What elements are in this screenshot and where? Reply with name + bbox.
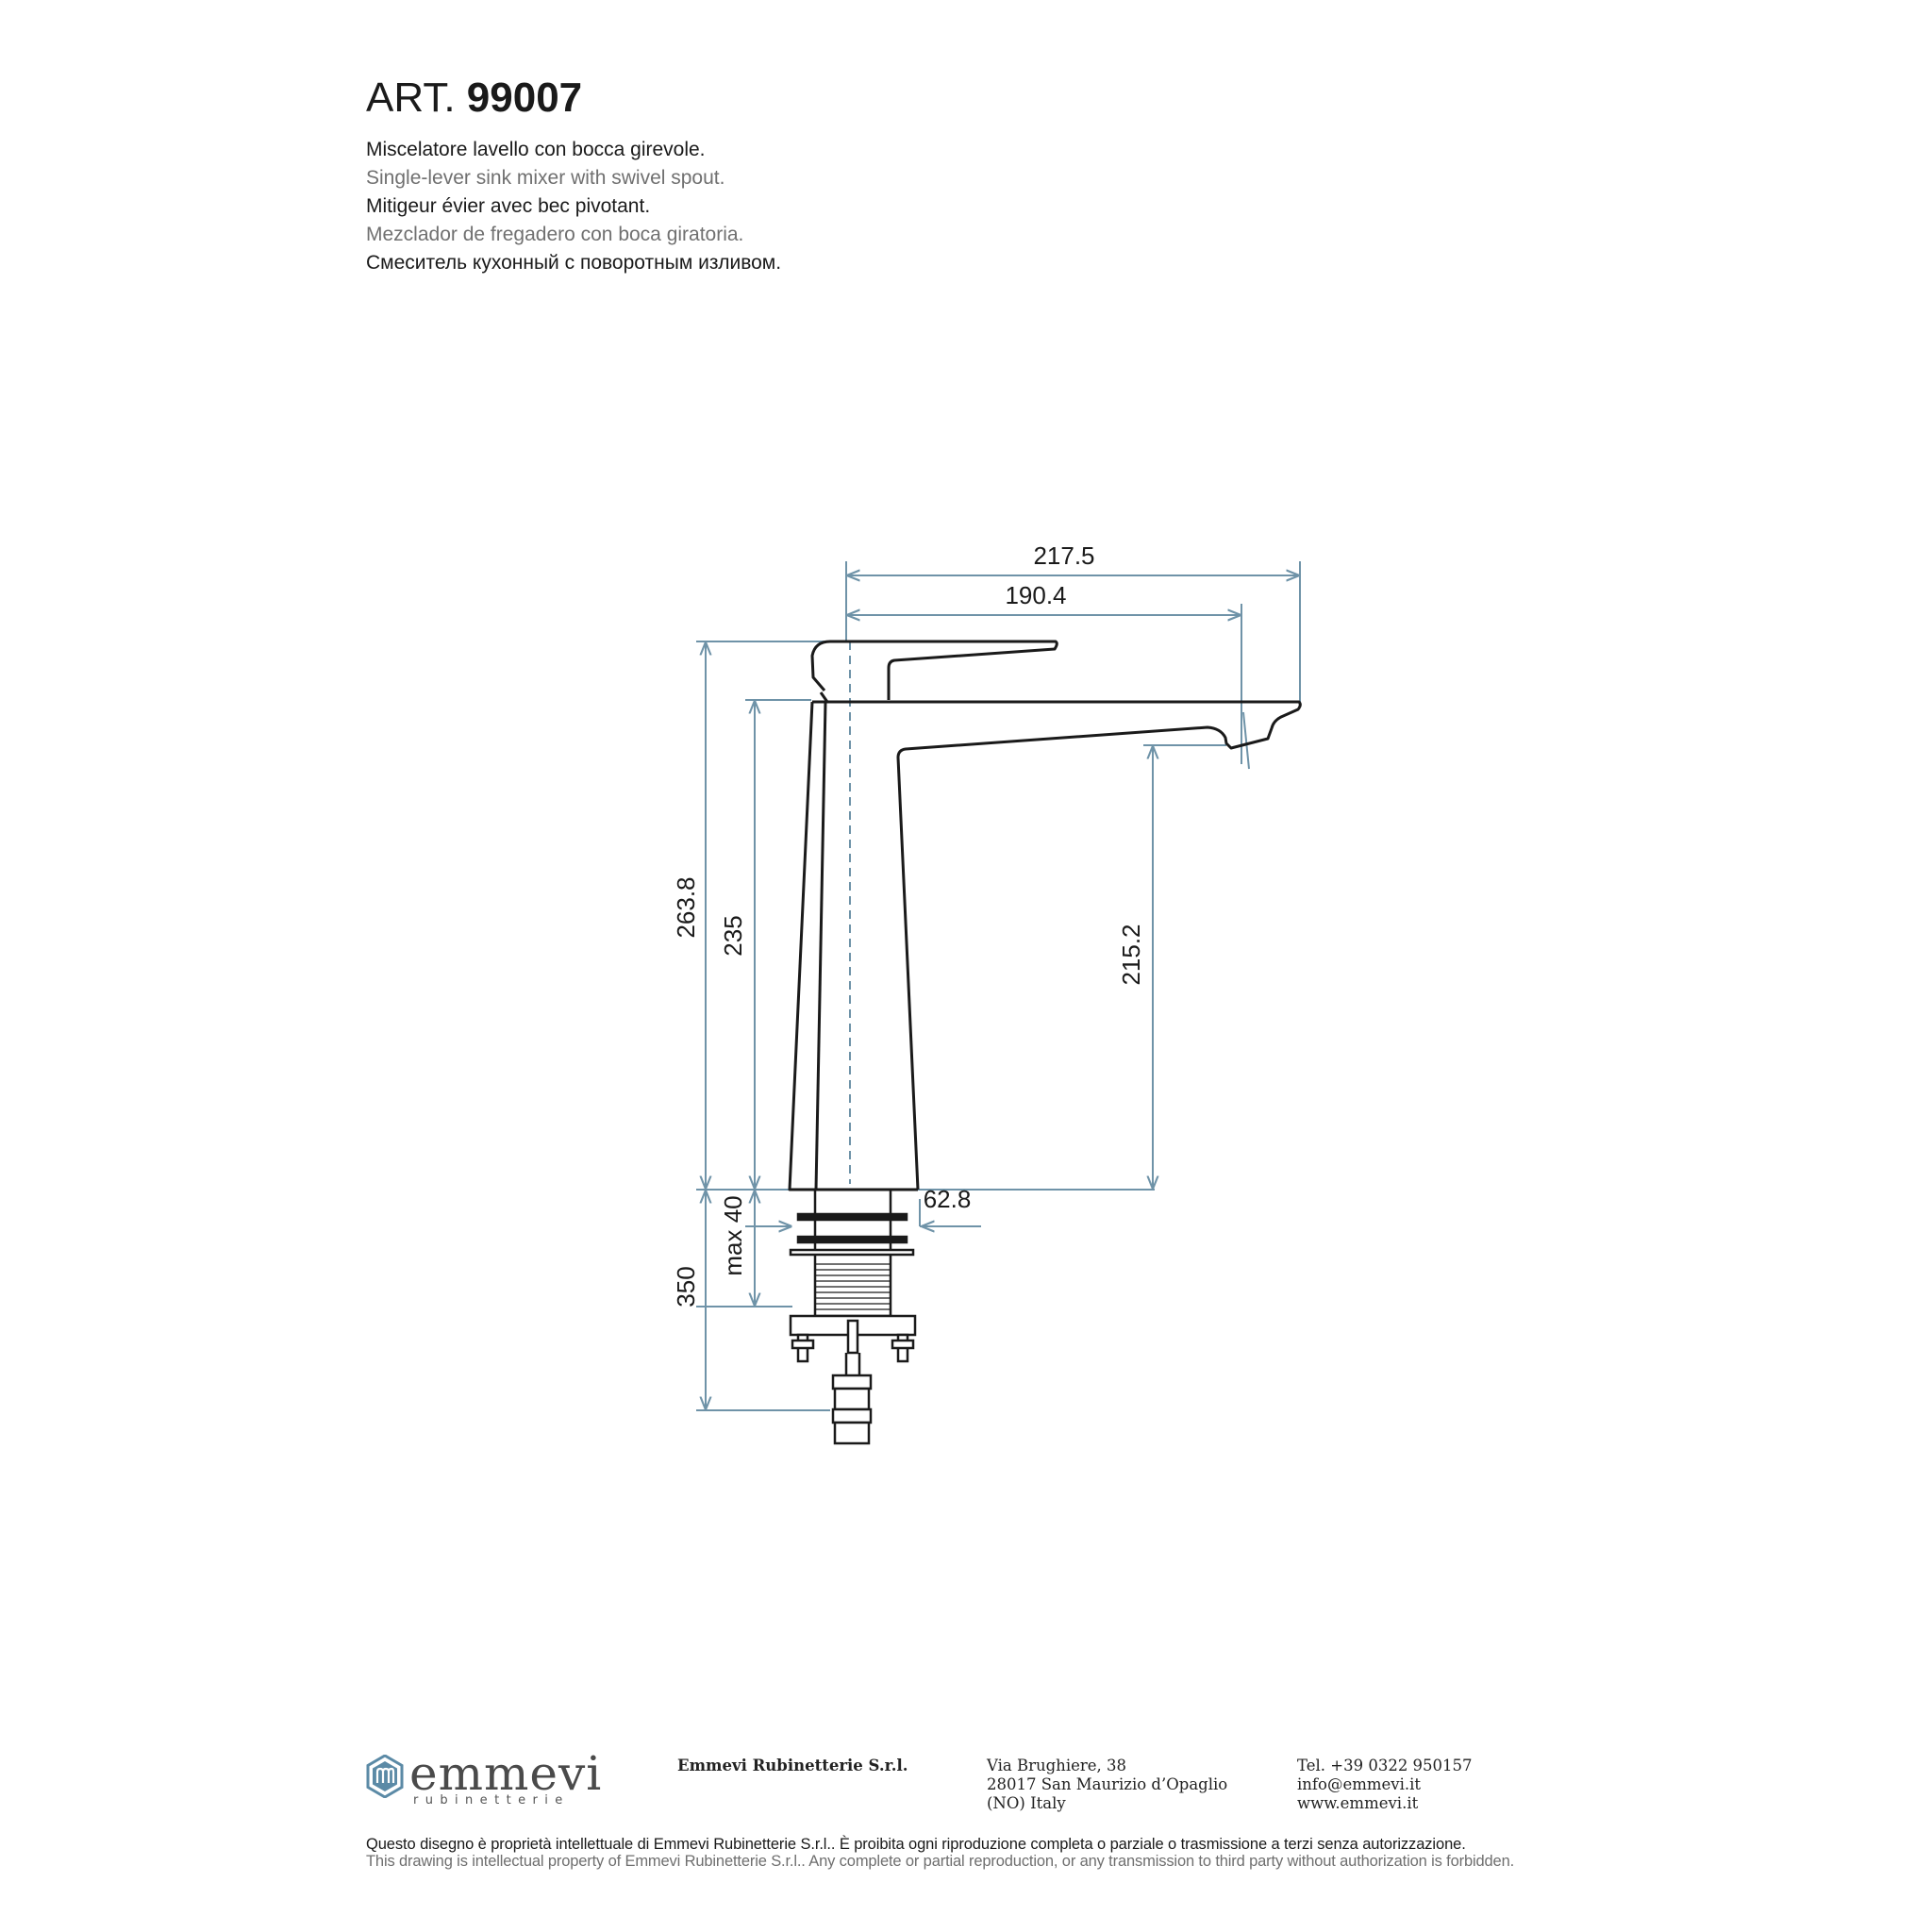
contact-phone: Tel. +39 0322 950157	[1297, 1757, 1473, 1774]
dimension-lines	[696, 561, 1301, 1411]
address-line: Via Brughiere, 38	[987, 1757, 1126, 1774]
dim-spout-reach: 190.4	[1005, 581, 1066, 609]
brand-name: emmevi	[409, 1746, 603, 1801]
contact-website[interactable]: www.emmevi.it	[1297, 1794, 1419, 1812]
gasket-top	[796, 1212, 908, 1222]
hose-nut	[831, 1374, 873, 1391]
dim-hose-length: 350	[672, 1266, 700, 1307]
body-inner-line	[814, 701, 827, 1191]
description-en: Single-lever sink mixer with swivel spou…	[366, 167, 725, 189]
dim-spout-height: 215.2	[1117, 924, 1145, 985]
hose-nut	[833, 1421, 871, 1445]
faucet-outline	[788, 640, 1302, 1191]
legal-notice: Questo disegno è proprietà intellettuale…	[366, 1836, 1514, 1870]
extension-line	[1242, 711, 1250, 770]
centre-stud	[846, 1319, 859, 1355]
header: ART. 99007 Miscelatore lavello con bocca…	[366, 74, 781, 277]
description-ru: Смеситель кухонный с поворотным изливом.	[366, 252, 782, 274]
address-line: 28017 San Maurizio d’Opaglio	[987, 1775, 1228, 1793]
contact-email[interactable]: info@emmevi.it	[1297, 1775, 1422, 1793]
brand-logo: emmevi rubinetterie	[366, 1747, 611, 1807]
hose-nut	[833, 1387, 871, 1411]
dim-overall-height: 263.8	[672, 876, 700, 938]
washer	[789, 1248, 915, 1257]
article-title: ART. 99007	[366, 74, 781, 123]
legal-notice-en: This drawing is intellectual property of…	[366, 1853, 1515, 1870]
hexagon-m-icon	[366, 1755, 404, 1798]
base-fixings	[789, 1188, 917, 1445]
dim-max-deck-thickness: max 40	[719, 1195, 747, 1275]
hose-nut	[831, 1407, 873, 1424]
description-it: Miscelatore lavello con bocca girevole.	[366, 139, 706, 160]
article-number: 99007	[466, 75, 583, 121]
lever-handle	[810, 640, 1058, 700]
description-fr: Mitigeur évier avec bec pivotant.	[366, 195, 651, 217]
legal-notice-it: Questo disegno è proprietà intellettuale…	[366, 1836, 1466, 1853]
company-contact: Tel. +39 0322 950157 info@emmevi.it www.…	[1297, 1757, 1473, 1813]
description-es: Mezclador de fregadero con boca giratori…	[366, 224, 744, 245]
company-name: Emmevi Rubinetterie S.r.l.	[677, 1757, 908, 1774]
brand-subtitle: rubinetterie	[413, 1793, 570, 1807]
lever-edge	[819, 691, 829, 703]
shank-thread	[815, 1263, 891, 1310]
gasket-bottom	[796, 1235, 908, 1244]
spout-body-outline	[812, 700, 1302, 1191]
dim-overall-reach: 217.5	[1033, 541, 1094, 570]
address-line: (NO) Italy	[987, 1794, 1066, 1812]
dim-body-height: 235	[719, 915, 747, 956]
article-prefix: ART.	[366, 75, 456, 121]
dim-base-diameter: 62.8	[924, 1185, 972, 1213]
company-address: Via Brughiere, 38 28017 San Maurizio d’O…	[987, 1757, 1227, 1813]
